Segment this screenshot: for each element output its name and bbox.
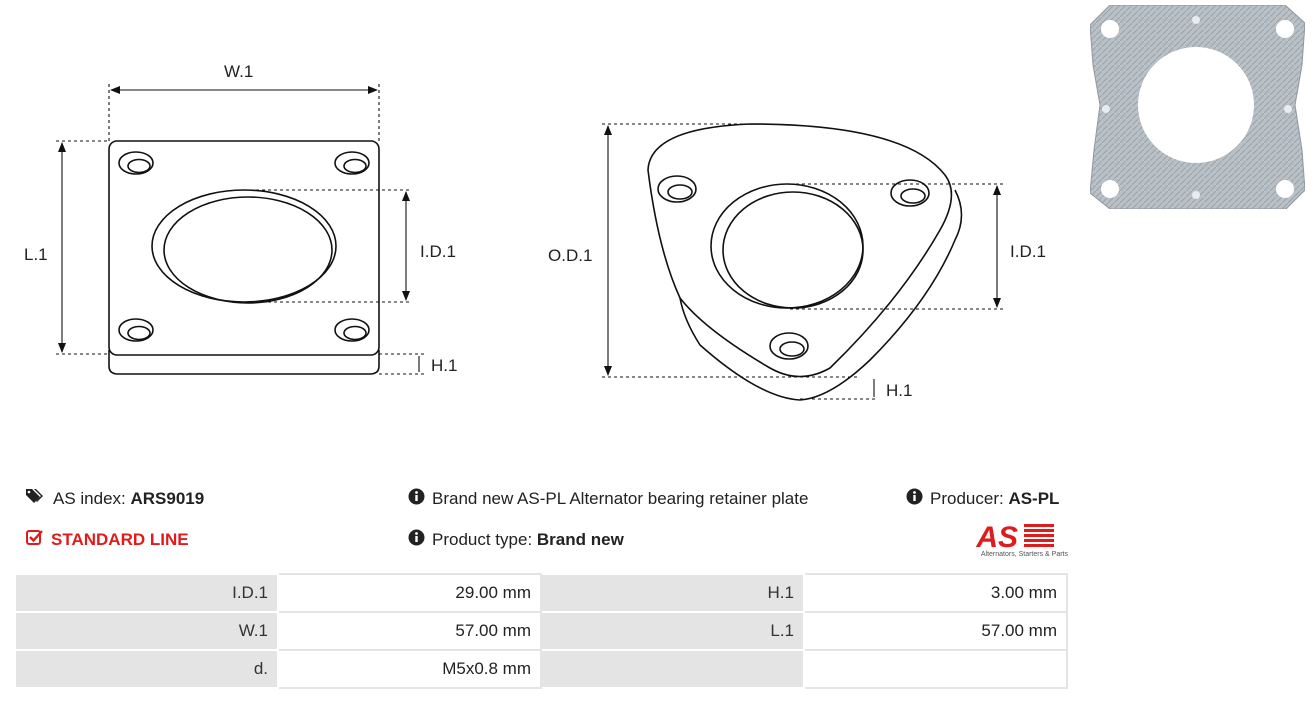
spec-value: 57.00 mm bbox=[277, 611, 542, 651]
spec-value: 3.00 mm bbox=[803, 573, 1068, 613]
product-type-label: Product type: bbox=[432, 530, 533, 549]
table-row: W.1 57.00 mm L.1 57.00 mm bbox=[14, 611, 1068, 651]
product-type-row: Product type: Brand new bbox=[408, 529, 624, 551]
as-index-value: ARS9019 bbox=[130, 488, 205, 508]
h1-label-triangle: H.1 bbox=[886, 381, 912, 400]
standard-line-label: STANDARD LINE bbox=[51, 529, 189, 549]
product-type-value: Brand new bbox=[536, 530, 624, 549]
product-photo bbox=[1090, 5, 1305, 209]
w1-label: W.1 bbox=[224, 62, 253, 81]
producer-value: AS-PL bbox=[1008, 489, 1060, 508]
spec-key bbox=[540, 649, 805, 689]
info-circle-icon bbox=[408, 529, 425, 551]
spec-key: d. bbox=[14, 649, 279, 689]
id1-label-square: I.D.1 bbox=[420, 242, 456, 261]
spec-value: 57.00 mm bbox=[803, 611, 1068, 651]
description-text: Brand new AS-PL Alternator bearing retai… bbox=[432, 489, 809, 508]
tags-icon bbox=[26, 488, 46, 509]
spec-key: L.1 bbox=[540, 611, 805, 651]
spec-value: 29.00 mm bbox=[277, 573, 542, 613]
table-row: d. M5x0.8 mm bbox=[14, 649, 1068, 689]
spec-value bbox=[803, 649, 1068, 689]
info-circle-icon bbox=[408, 488, 425, 510]
spec-value: M5x0.8 mm bbox=[277, 649, 542, 689]
od1-label: O.D.1 bbox=[548, 246, 592, 265]
l1-label: L.1 bbox=[24, 245, 48, 264]
id1-label-triangle: I.D.1 bbox=[1010, 242, 1046, 261]
specs-table: I.D.1 29.00 mm H.1 3.00 mm W.1 57.00 mm … bbox=[14, 573, 1068, 689]
spec-key: W.1 bbox=[14, 611, 279, 651]
check-square-icon bbox=[26, 529, 44, 550]
logo-tagline: Alternators, Starters & Parts bbox=[980, 551, 1068, 558]
description-row: Brand new AS-PL Alternator bearing retai… bbox=[408, 488, 808, 510]
info-circle-icon bbox=[906, 488, 923, 510]
triangle-dimensions bbox=[602, 123, 1003, 400]
h1-label-square: H.1 bbox=[431, 356, 457, 375]
as-index-row: AS index: ARS9019 bbox=[26, 488, 204, 509]
square-dimensions bbox=[56, 84, 424, 375]
as-index-label: AS index: bbox=[53, 488, 126, 508]
producer-label: Producer: bbox=[930, 489, 1004, 508]
as-pl-logo: AS bbox=[975, 521, 1054, 554]
standard-line-badge: STANDARD LINE bbox=[26, 529, 189, 550]
square-plate-drawing bbox=[108, 140, 380, 375]
spec-key: H.1 bbox=[540, 573, 805, 613]
producer-row: Producer: AS-PL bbox=[906, 488, 1059, 510]
svg-text:AS: AS bbox=[975, 521, 1018, 554]
technical-drawings: W.1 L.1 I.D.1 H.1 O.D.1 I.D.1 H.1 bbox=[24, 62, 1046, 401]
table-row: I.D.1 29.00 mm H.1 3.00 mm bbox=[14, 573, 1068, 613]
triangle-plate-drawing bbox=[647, 123, 963, 401]
spec-key: I.D.1 bbox=[14, 573, 279, 613]
